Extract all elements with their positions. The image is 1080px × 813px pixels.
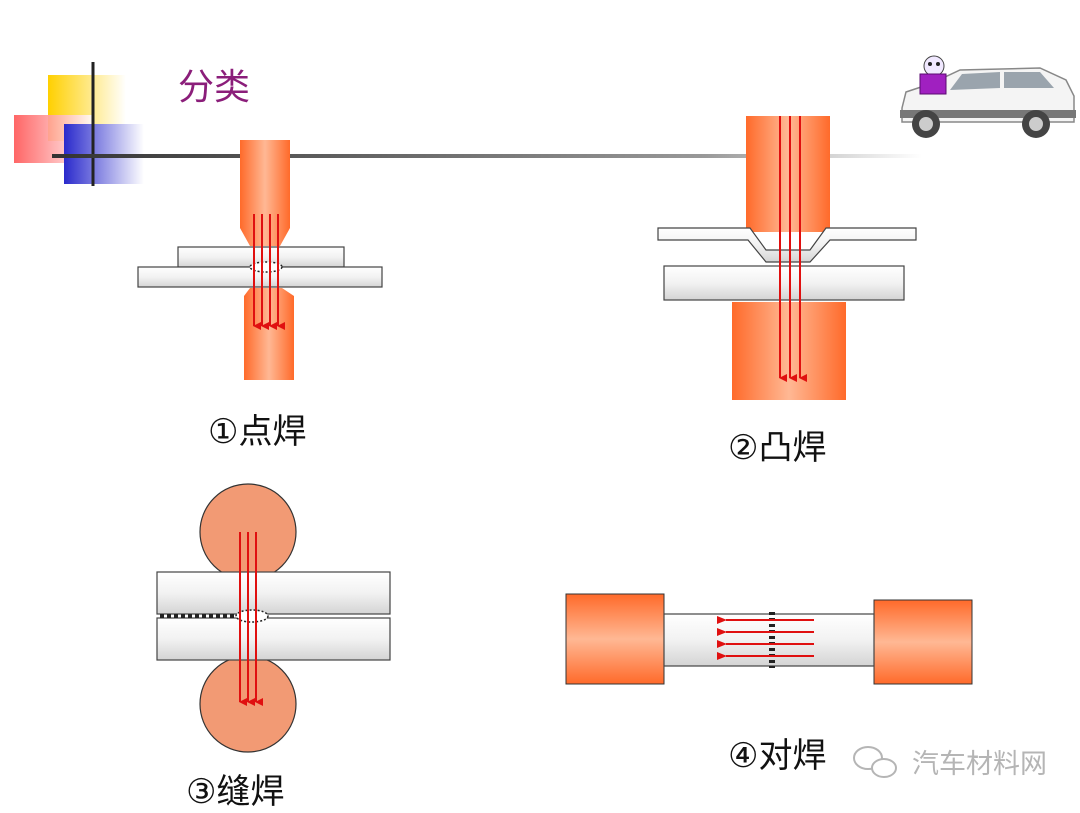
wechat-icon (853, 746, 897, 778)
projection-weld-label: ②凸焊 (728, 428, 827, 468)
reader-character-icon (919, 55, 947, 95)
butt-weld-label: ④对焊 (728, 736, 827, 776)
header-rule (52, 154, 922, 158)
watermark-text: 汽车材料网 (912, 749, 1047, 780)
butt-weld-diagram (565, 593, 973, 685)
seam-weld-diagram (156, 483, 391, 753)
spot-weld-label: ①点焊 (208, 412, 307, 452)
slide-title: 分类 (178, 67, 251, 108)
suv-car-icon (900, 67, 1076, 138)
decorative-squares-icon (14, 62, 144, 186)
spot-weld-diagram (137, 140, 383, 380)
projection-weld-diagram (657, 116, 917, 400)
seam-weld-label: ③缝焊 (186, 772, 285, 812)
